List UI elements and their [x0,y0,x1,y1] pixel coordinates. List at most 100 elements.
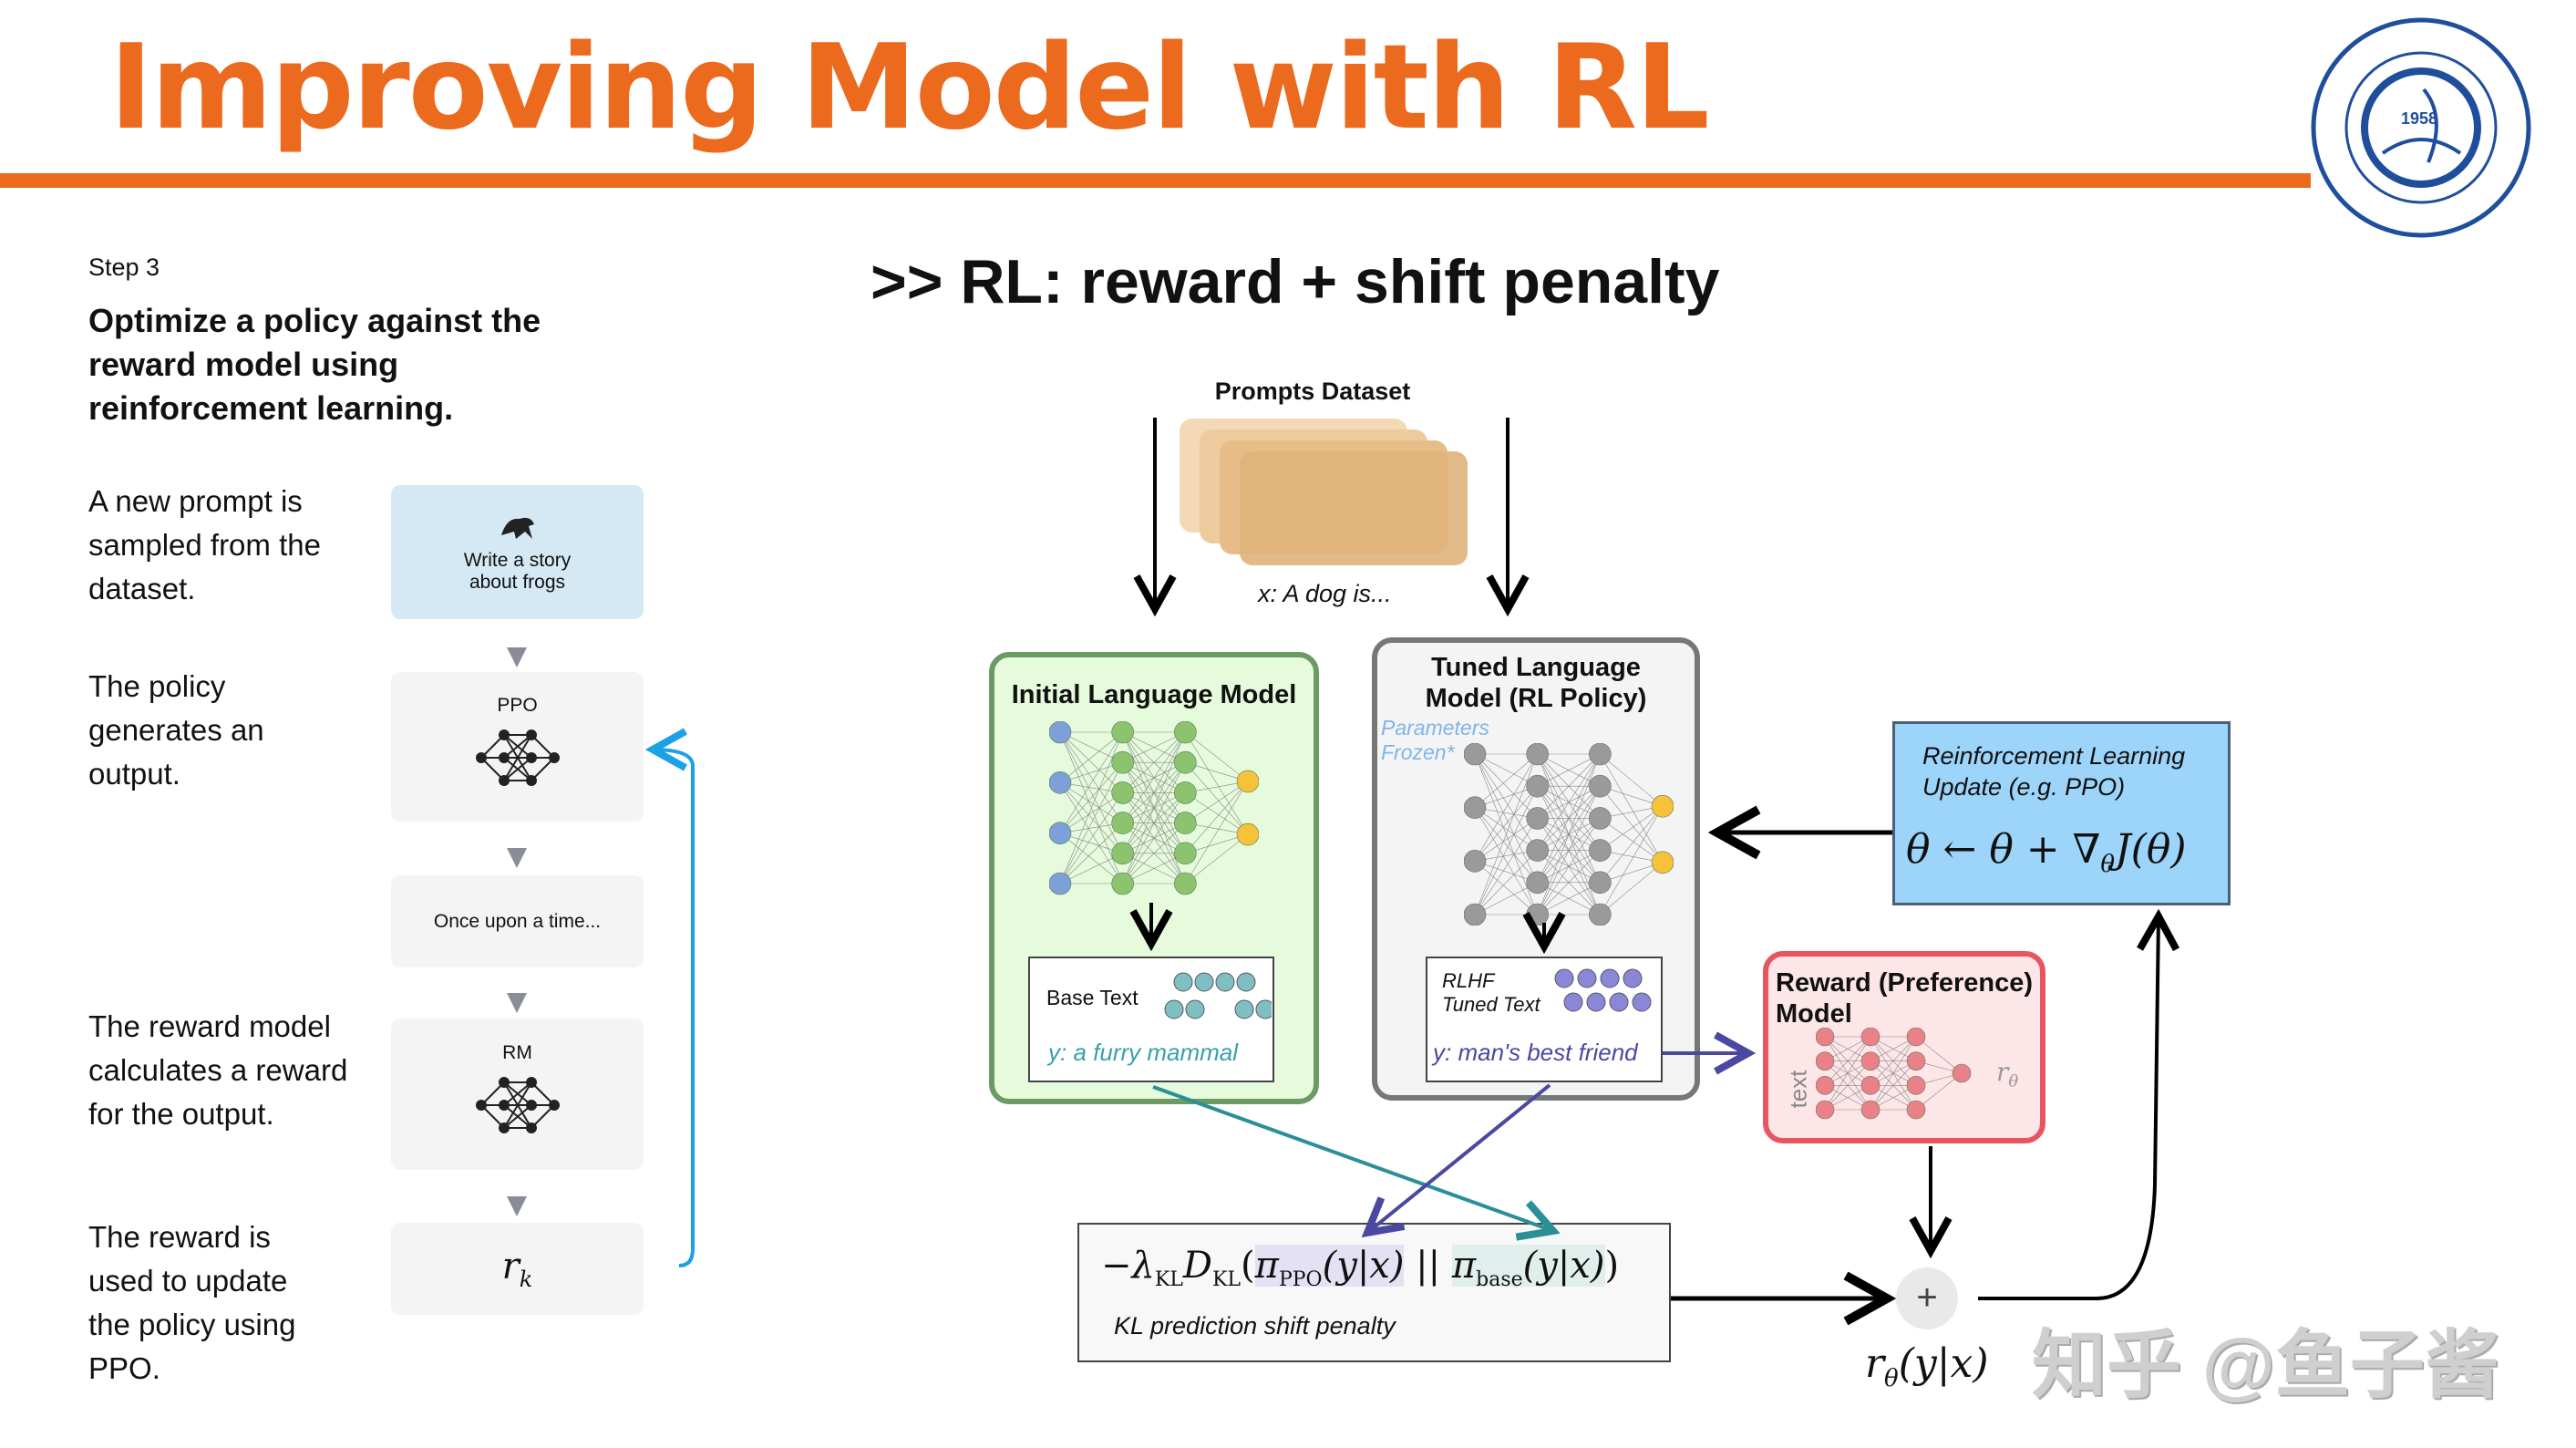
network-edge [1824,1060,1871,1111]
tuned-lm-title-line1: Tuned Language [1431,653,1641,682]
r-symbol: r [1996,1057,2009,1087]
pi-base-sub: base [1476,1268,1523,1291]
network-node [1651,851,1674,874]
network-edge [1537,753,1601,851]
ppo-label: PPO [497,695,538,716]
network-edge [1185,762,1249,835]
reward-model-title: Reward (Preference)Model [1776,967,2033,1029]
network-edge [1122,731,1186,853]
network-node [525,1077,537,1088]
network-node [1111,812,1134,834]
network-node [1111,750,1134,774]
network-node [1651,794,1674,818]
svg-text:1958: 1958 [2401,109,2437,128]
network-node [498,752,510,763]
token-icon [1586,992,1606,1012]
network-edge [1122,822,1186,884]
base-text-label: Base Text [1046,986,1139,1009]
network-edge [1600,805,1664,851]
formula-end: J(θ) [2115,826,2187,873]
network-node [525,752,537,763]
network-edge [1600,753,1664,863]
network-edge [1059,792,1123,884]
description-4: The reward is used to update the policy … [88,1220,296,1385]
network-node [1049,721,1072,744]
network-node [1464,796,1487,819]
output-card: Once upon a time... [391,875,644,967]
token-icon [1255,999,1272,1019]
network-edge [1122,731,1186,793]
down-arrow-icon [507,647,527,667]
base-token-icons [1164,972,1272,1019]
network-edge [1059,782,1123,884]
description-3: The reward model calculates a reward for… [88,1009,348,1131]
network-edge [1059,731,1123,833]
network-node [1236,822,1259,846]
network-edge [1185,731,1249,835]
network-node [525,1122,537,1133]
network-node [1174,750,1197,774]
network-edge [1537,753,1601,883]
description-2: The policy generates an output. [88,669,264,791]
network-node [1589,774,1612,798]
token-icon [1236,972,1256,992]
prompt-example: x: A dog is... [1258,580,1392,607]
network-edge [1185,781,1249,884]
token-icon [1600,968,1620,988]
network-node [1174,842,1197,865]
network-node [498,729,510,740]
network-node [1526,839,1549,862]
kl-d: D [1182,1245,1212,1287]
network-icon [475,729,560,786]
network-node [1111,872,1134,895]
token-icon [1623,968,1643,988]
network-node [1049,771,1072,794]
network-node [1816,1028,1835,1047]
network-node [1111,721,1134,744]
formula-main: θ ← θ + ∇ [1906,826,2101,873]
token-icon [1173,972,1193,992]
rl-update-line1: Reinforcement Learning [1922,742,2186,770]
kl-lambda-sub: KL [1154,1268,1183,1291]
network-edge [502,734,532,781]
network-edge [1537,882,1601,915]
reward-symbol: r [501,1246,520,1288]
network-edge [1600,818,1664,864]
reward-network [1816,1028,1972,1120]
pi-base: π [1451,1245,1477,1287]
network-edge [1600,786,1664,863]
network-edge [1537,753,1601,915]
network-edge [1474,861,1538,915]
network-node [1174,721,1197,744]
network-edge [1474,786,1538,915]
token-icon [1577,968,1597,988]
step-heading: Optimize a policy against the reward mod… [88,302,541,427]
network-edge [1474,753,1538,808]
network-edge [1059,731,1123,884]
prompt-text: Write a story about frogs [463,549,572,593]
network-edge [1474,807,1538,915]
reward-input-label: text [1784,1070,1812,1109]
token-icon [1185,999,1205,1019]
network-edge [1185,731,1249,782]
network-edge [1059,782,1123,823]
pi-base-arg: (y|x) [1522,1245,1605,1287]
network-node [1952,1063,1972,1083]
network-edge [1474,882,1538,915]
network-edge [1059,822,1123,884]
network-edge [1059,792,1123,833]
university-logo: 1958 [2311,17,2531,238]
reward-r: r [1865,1340,1885,1387]
frozen-line1: Parameters [1381,716,1489,740]
network-node [1526,807,1549,830]
network-node [1906,1076,1926,1095]
network-edge [1824,1036,1871,1111]
rl-update-line2: Update (e.g. PPO) [1922,773,2126,801]
token-icon [1164,999,1184,1019]
network-node [1816,1100,1835,1120]
network-edge [1059,853,1123,884]
frozen-line2: Frozen* [1381,740,1455,764]
network-node [1860,1028,1880,1047]
kl-separator: || [1416,1245,1441,1287]
